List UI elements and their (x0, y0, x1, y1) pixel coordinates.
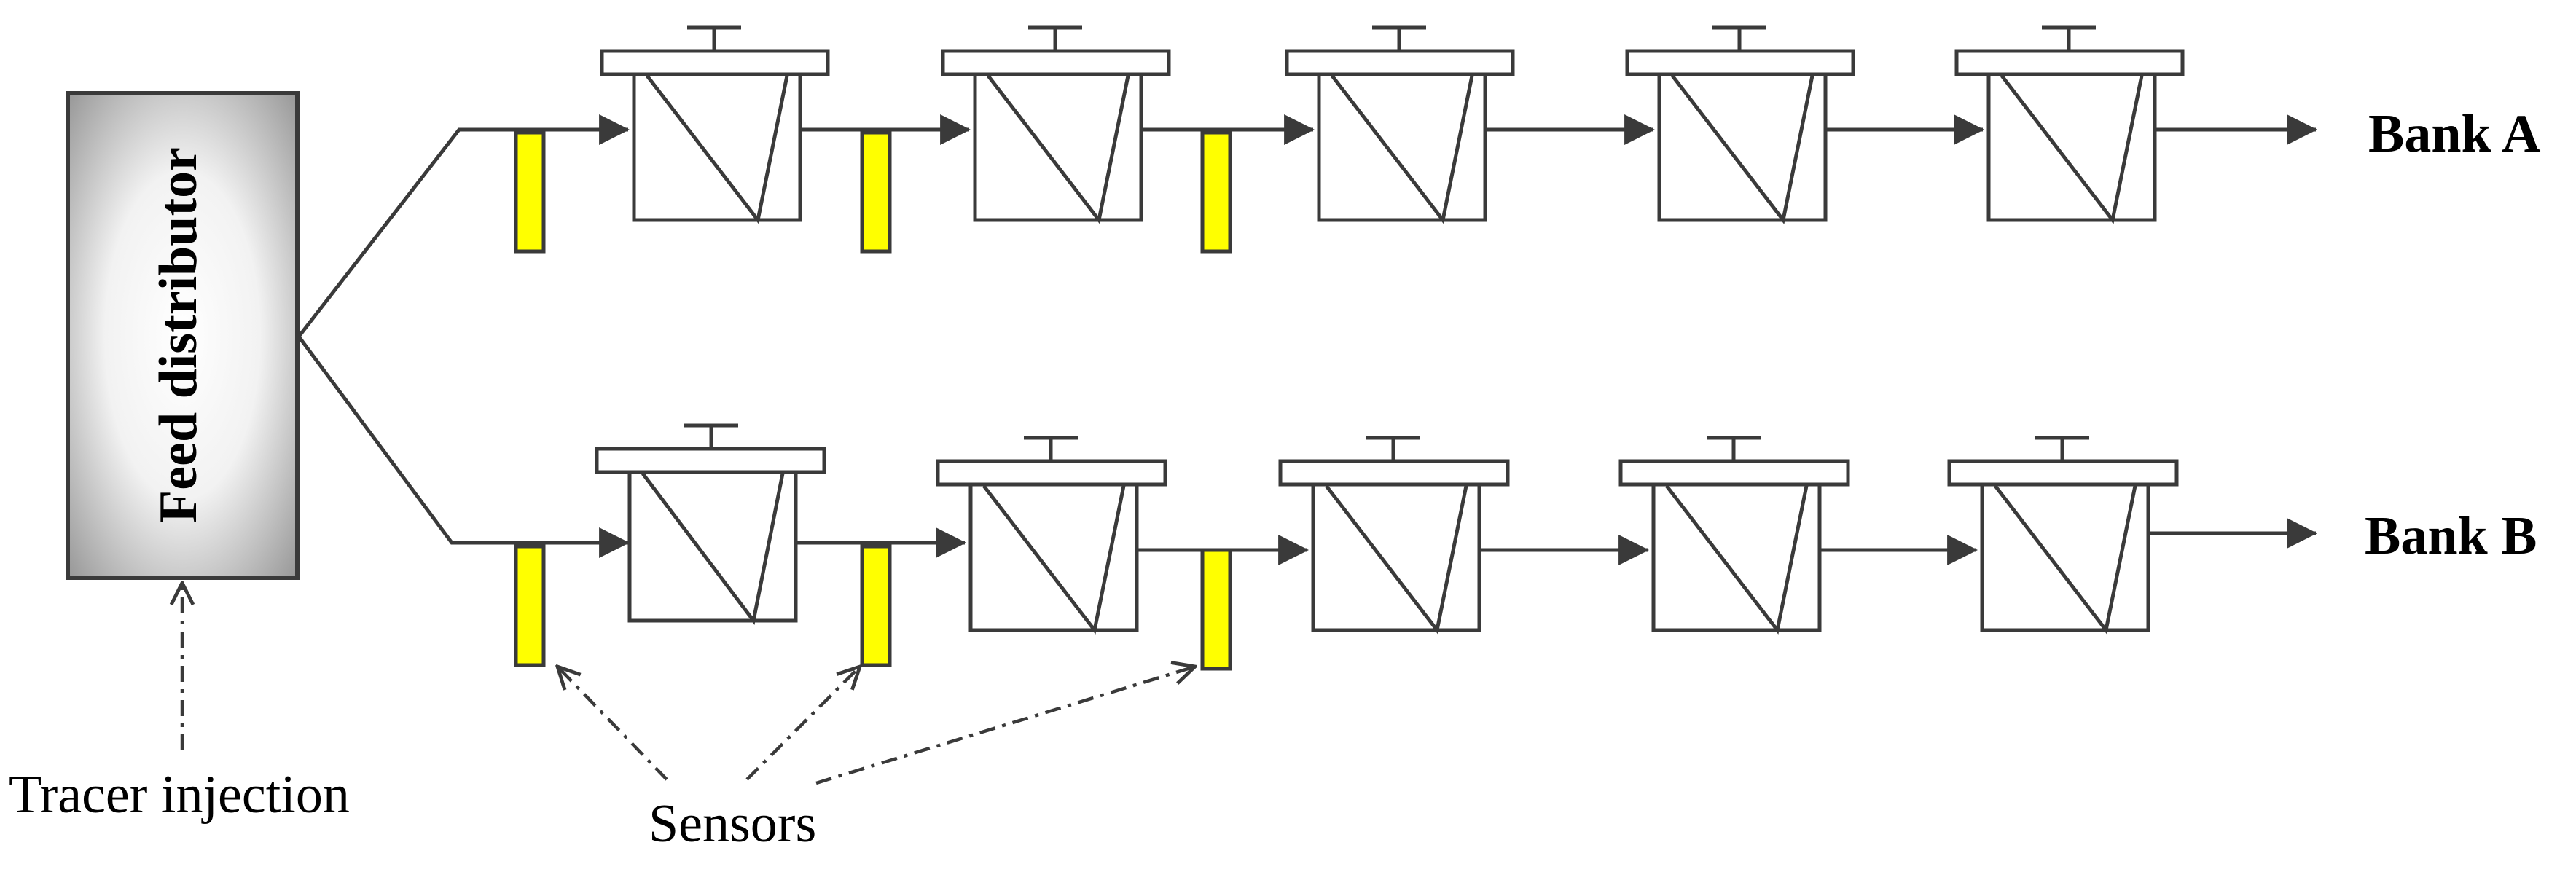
bank-a-cell-4 (1625, 25, 1855, 224)
bank-b-cells (595, 423, 2179, 635)
bank-a-cell-1 (600, 25, 830, 224)
bank-b-cell-3 (1278, 436, 1510, 635)
feed-line-bank-a (297, 114, 630, 338)
bank-a-cell-3 (1285, 25, 1515, 224)
feed-distributor-label: Feed distributor (149, 147, 208, 523)
bank-b-sensor-3 (1200, 548, 1232, 671)
bank-a-cell-5 (1954, 25, 2185, 224)
bank-a-cell-2 (941, 25, 1171, 224)
bank-b-sensor-2 (860, 544, 892, 667)
bank-a-sensor-2 (860, 130, 892, 254)
bank-a-sensor-1 (514, 130, 546, 254)
bank-b-sensor-1 (514, 544, 546, 667)
bank-b-cell-2 (936, 436, 1167, 635)
bank-b-cell-4 (1618, 436, 1850, 635)
sensors-pointer-1 (557, 667, 668, 781)
feed-line-bank-b (297, 335, 630, 558)
bank-b-cell-1 (595, 423, 826, 625)
feed-distributor: Feed distributor (66, 91, 300, 580)
bank-b-cell-5 (1947, 436, 2179, 635)
bank-a-cells (600, 25, 2185, 224)
bank-b-label: Bank B (2365, 506, 2537, 566)
bank-a-sensor-3 (1200, 130, 1232, 254)
feed-distributor-box (66, 91, 300, 580)
bank-a-label: Bank A (2368, 104, 2541, 164)
tracer-injection-label: Tracer injection (9, 765, 350, 825)
sensors-label: Sensors (649, 794, 816, 854)
sensors-pointer-3 (815, 667, 1195, 785)
sensors-pointer-2 (745, 667, 860, 781)
